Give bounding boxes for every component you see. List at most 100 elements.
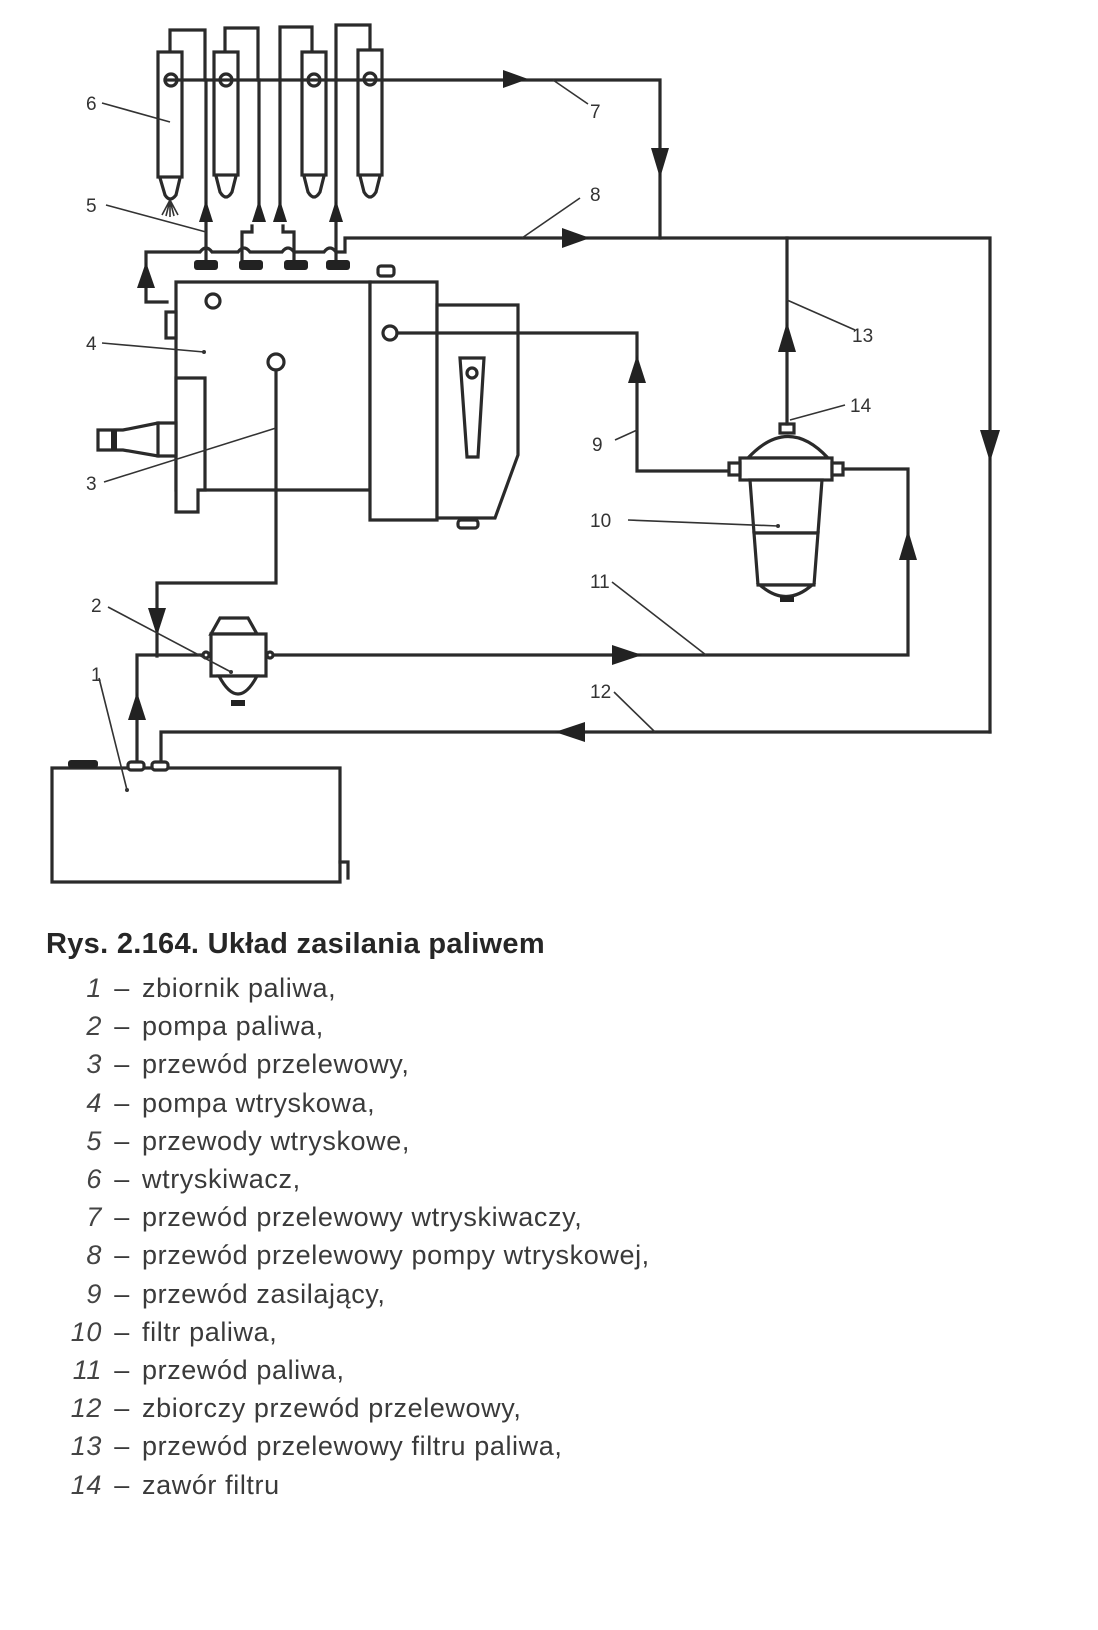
legend-dash: – (114, 973, 130, 1003)
injector-3 (278, 25, 328, 199)
flow-arrow-down-icon (980, 430, 1000, 462)
legend-number: 7 (86, 1202, 102, 1233)
flow-arrow-left-icon (555, 722, 585, 742)
legend-item: 3–przewód przelewowy, (46, 1045, 1046, 1083)
overflow-line-filter (778, 236, 796, 426)
legend-dash: – (114, 1164, 130, 1195)
figure-title: Rys. 2.164. Układ zasilania paliwem (46, 928, 1046, 961)
legend-number: 3 (86, 1049, 102, 1080)
legend-dash: – (114, 1049, 130, 1080)
legend-dash: – (114, 1316, 130, 1347)
flow-arrow-up-icon (273, 200, 287, 222)
legend-item: 14–zawór filtru (46, 1466, 1046, 1504)
legend-dash: – (114, 1355, 130, 1386)
overflow-line-injectors (163, 70, 669, 240)
legend-item: 12–zbiorczy przewód przelewowy, (46, 1389, 1046, 1427)
injector-4 (334, 23, 384, 199)
callout-13: 13 (852, 326, 873, 347)
legend-dash: – (114, 1125, 130, 1156)
flow-arrow-up-icon (252, 200, 266, 222)
legend-text: filtr paliwa, (142, 1316, 278, 1347)
legend-item: 4–pompa wtryskowa, (46, 1084, 1046, 1122)
flow-arrow-right-icon (612, 645, 642, 665)
injection-pump (96, 264, 520, 530)
legend-number: 4 (86, 1087, 102, 1118)
flow-arrow-up-icon (329, 200, 343, 222)
legend-number: 12 (70, 1393, 102, 1424)
legend-dash: – (114, 1240, 130, 1271)
legend-number: 10 (70, 1316, 102, 1347)
callout-3: 3 (86, 474, 97, 495)
fuel-tank (50, 760, 350, 884)
legend-item: 8–przewód przelewowy pompy wtryskowej, (46, 1236, 1046, 1274)
flow-arrow-up-icon (778, 322, 796, 352)
callout-1: 1 (91, 665, 102, 686)
injector-2 (212, 26, 260, 199)
callout-12: 12 (590, 682, 611, 703)
callout-9: 9 (592, 435, 603, 456)
callout-11: 11 (590, 572, 610, 593)
callout-8: 8 (590, 185, 601, 206)
flow-arrow-up-icon (199, 200, 213, 222)
legend-text: zbiorczy przewód przelewowy, (142, 1393, 522, 1424)
legend-item: 9–przewód zasilający, (46, 1275, 1046, 1313)
legend-list: 1–zbiornik paliwa,2–pompa paliwa,3–przew… (46, 969, 1046, 1504)
legend-dash: – (114, 1278, 130, 1309)
legend-text: przewód przelewowy pompy wtryskowej, (142, 1240, 650, 1271)
legend-number: 6 (86, 1164, 102, 1195)
legend-text: pompa wtryskowa, (142, 1087, 376, 1118)
figure-caption: Rys. 2.164. Układ zasilania paliwem 1–zb… (46, 928, 1046, 1504)
callout-2: 2 (91, 596, 102, 617)
figure-title-text: Układ zasilania paliwem (207, 928, 545, 960)
legend-item: 11–przewód paliwa, (46, 1351, 1046, 1389)
legend-dash: – (114, 1431, 130, 1462)
flow-arrow-up-icon (899, 530, 917, 560)
collecting-overflow-line (159, 722, 992, 764)
legend-dash: – (114, 1202, 130, 1233)
legend-item: 10–filtr paliwa, (46, 1313, 1046, 1351)
legend-number: 2 (86, 1011, 102, 1042)
legend-number: 1 (86, 973, 102, 1003)
injector-1 (156, 28, 207, 217)
legend-text: przewód paliwa, (142, 1355, 345, 1386)
legend-dash: – (114, 1087, 130, 1118)
legend-text: przewód przelewowy filtru paliwa, (142, 1431, 563, 1462)
legend-text: pompa paliwa, (142, 1011, 324, 1042)
legend-text: zbiornik paliwa, (142, 973, 337, 1003)
overflow-line-pump (148, 368, 278, 658)
legend-item: 5–przewody wtryskowe, (46, 1122, 1046, 1160)
callout-7: 7 (590, 102, 601, 123)
callout-6: 6 (86, 94, 97, 115)
legend-item: 2–pompa paliwa, (46, 1007, 1046, 1045)
callout-14: 14 (850, 396, 872, 417)
flow-arrow-down-icon (651, 148, 669, 178)
legend-number: 5 (86, 1125, 102, 1156)
supply-line (395, 331, 739, 473)
callout-labels: 6 5 4 3 2 1 7 8 9 10 11 12 13 14 (86, 94, 873, 703)
legend-text: przewód przelewowy, (142, 1049, 410, 1080)
flow-arrow-right-icon (503, 70, 528, 88)
legend-number: 13 (70, 1431, 102, 1462)
legend-number: 14 (70, 1469, 102, 1500)
legend-number: 11 (72, 1355, 102, 1386)
legend-text: przewody wtryskowe, (142, 1125, 410, 1156)
fuel-feed-pump (128, 616, 275, 764)
flow-arrow-right-icon (562, 228, 590, 248)
legend-dash: – (114, 1011, 130, 1042)
fuel-line (269, 467, 917, 665)
legend-text: zawór filtru (142, 1469, 280, 1500)
fuel-filter (727, 422, 845, 602)
legend-item: 13–przewód przelewowy filtru paliwa, (46, 1427, 1046, 1465)
flow-arrow-up-icon (628, 355, 646, 383)
legend-number: 8 (86, 1240, 102, 1271)
flow-arrow-up-icon (137, 262, 155, 288)
legend-number: 9 (86, 1278, 102, 1309)
figure-number: Rys. 2.164. (46, 928, 200, 960)
legend-text: wtryskiwacz, (142, 1164, 301, 1195)
legend-item: 6–wtryskiwacz, (46, 1160, 1046, 1198)
fuel-spray-icon (161, 199, 179, 217)
flow-arrow-up-icon (128, 692, 146, 720)
callout-leaders (98, 79, 856, 791)
callout-10: 10 (590, 511, 611, 532)
callout-4: 4 (86, 334, 97, 355)
